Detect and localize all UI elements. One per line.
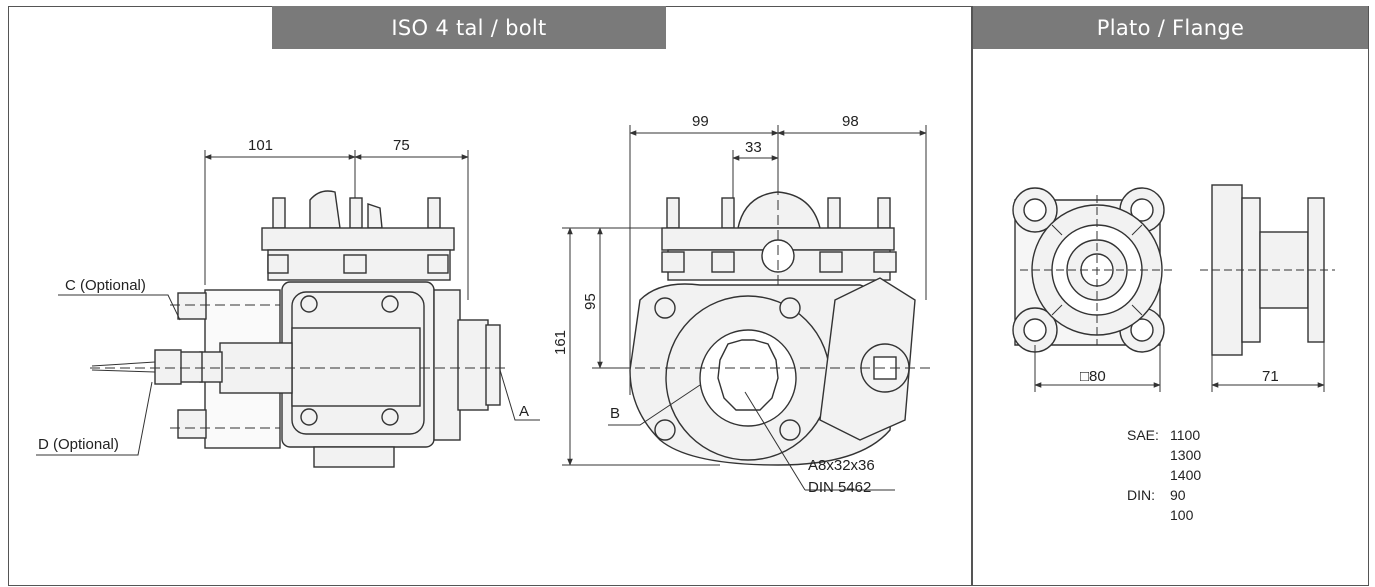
label-d-optional: D (Optional) [38,436,119,453]
flange-face-drawing [1012,187,1175,392]
header-iso-bolt: ISO 4 tal / bolt [272,6,666,49]
din-label: DIN: [1127,487,1155,503]
dim-side-75: 75 [393,137,410,154]
label-a: A [519,403,529,420]
front-view-drawing [562,125,930,491]
sae-value-3: 1400 [1170,467,1201,483]
header-flange: Plato / Flange [973,6,1368,49]
dim-front-98: 98 [842,113,859,130]
spline-spec-line2: DIN 5462 [808,479,871,496]
side-top-dimension [204,150,469,300]
flange-side-drawing [1200,184,1335,392]
side-view-drawing [36,150,540,468]
din-value-2: 100 [1170,507,1194,523]
dim-flange-square: □80 [1080,368,1106,385]
label-b: B [610,405,620,422]
dim-front-95: 95 [582,293,599,310]
sae-label: SAE: [1127,427,1159,443]
label-c-optional: C (Optional) [65,277,146,294]
dim-front-99: 99 [692,113,709,130]
dim-front-33: 33 [745,139,762,156]
dim-side-101: 101 [248,137,273,154]
dim-flange-71: 71 [1262,368,1279,385]
flange-square-dimension [1034,345,1161,392]
sae-value-1: 1100 [1170,427,1200,443]
sae-value-2: 1300 [1170,447,1201,463]
spline-spec-line1: A8x32x36 [808,457,875,474]
dim-front-161: 161 [552,330,569,355]
din-value-1: 90 [1170,487,1186,503]
flange-length-dimension [1211,342,1325,392]
